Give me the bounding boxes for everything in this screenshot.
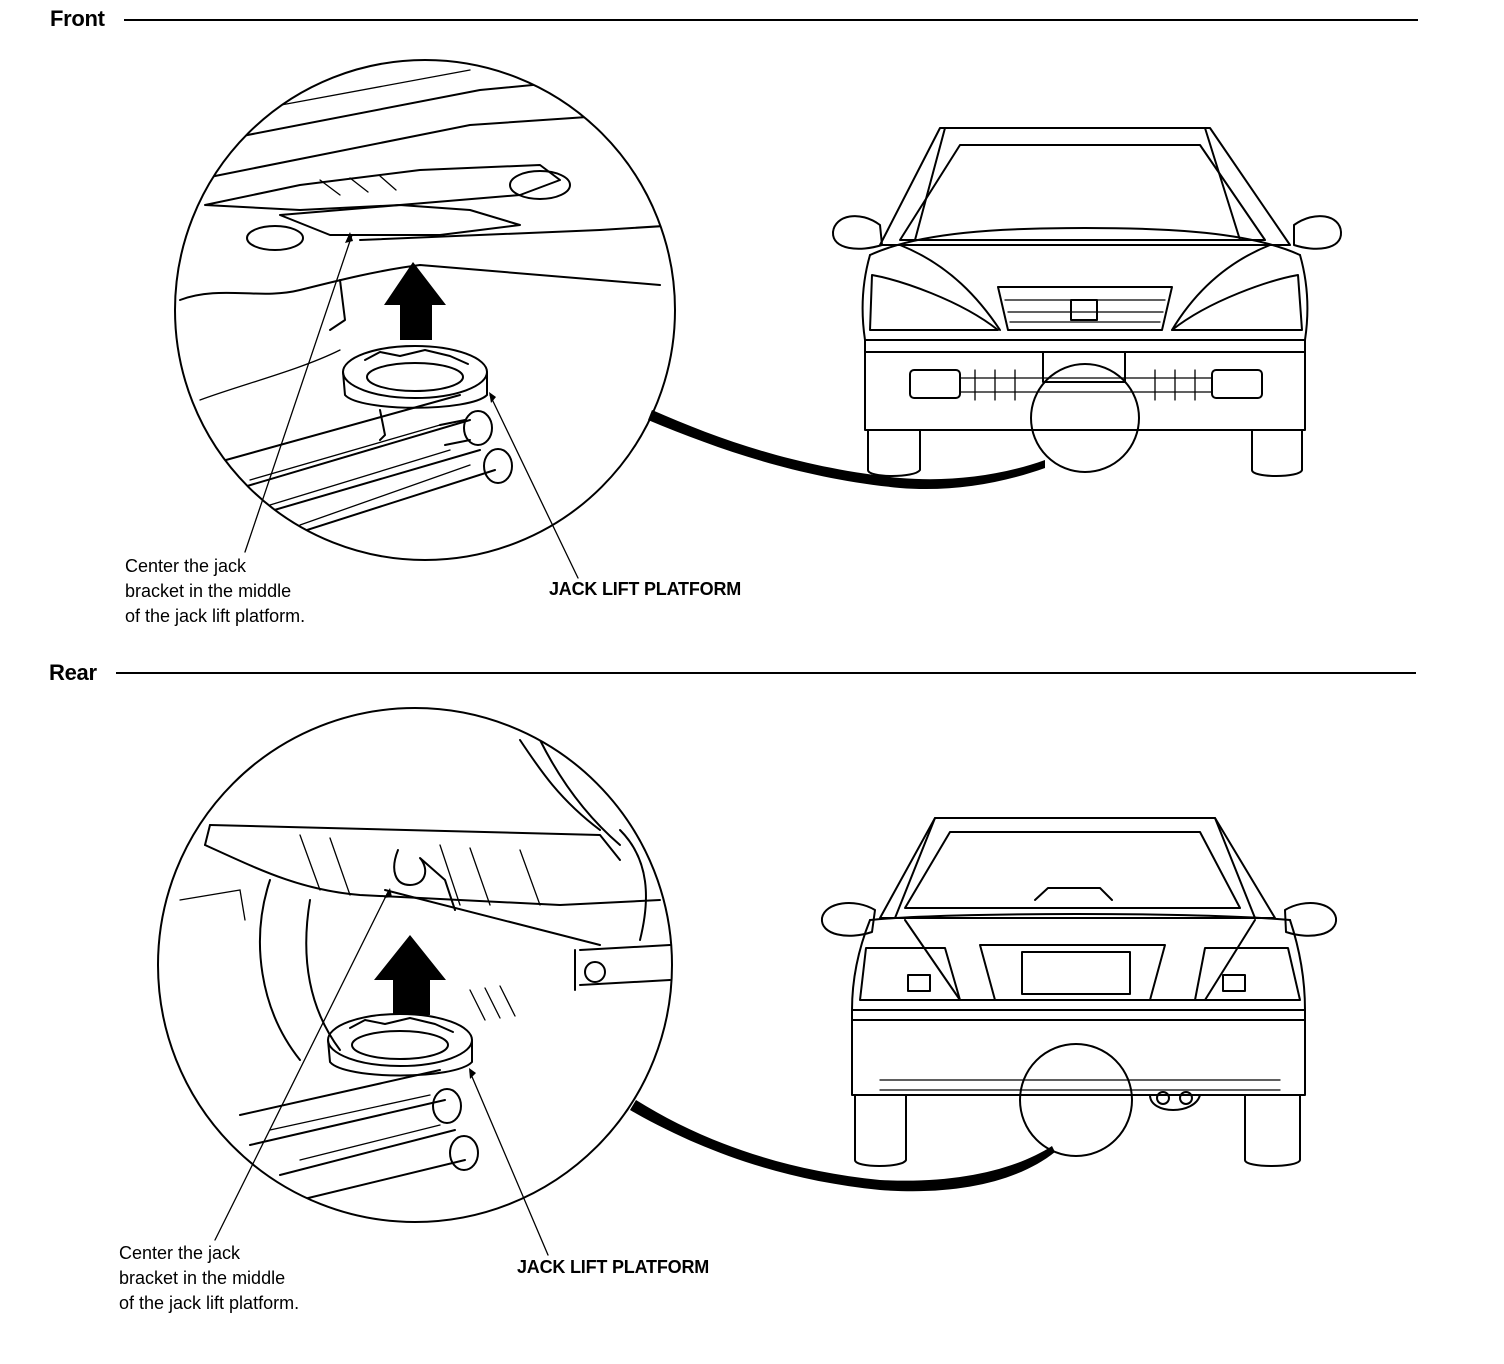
front-detail-connector: [648, 410, 1045, 490]
front-jack-lift-platform-label: JACK LIFT PLATFORM: [549, 579, 742, 599]
front-detail-magnifier: [174, 59, 676, 579]
front-section-rule: [124, 19, 1418, 21]
front-section-title: Front: [50, 6, 105, 31]
rear-section-rule: [116, 672, 1416, 674]
rear-detail-magnifier: [157, 707, 673, 1256]
car-front-view-icon: [831, 127, 1343, 477]
lift-direction-arrow-icon: [374, 935, 446, 1015]
car-rear-view-icon: [820, 817, 1338, 1167]
lift-direction-arrow-icon: [384, 262, 446, 340]
jack-lift-platform-icon: [342, 345, 488, 441]
rear-jack-lift-platform-label: JACK LIFT PLATFORM: [517, 1257, 710, 1277]
rear-detail-connector: [630, 1100, 1055, 1192]
rear-jack-bracket-note: Center the jack bracket in the middle of…: [119, 1243, 300, 1313]
rear-section-title: Rear: [49, 660, 97, 685]
jack-lift-platform-icon: [327, 1013, 473, 1077]
front-jack-bracket-note: Center the jack bracket in the middle of…: [125, 556, 306, 626]
jack-pin-icon: [439, 410, 513, 484]
